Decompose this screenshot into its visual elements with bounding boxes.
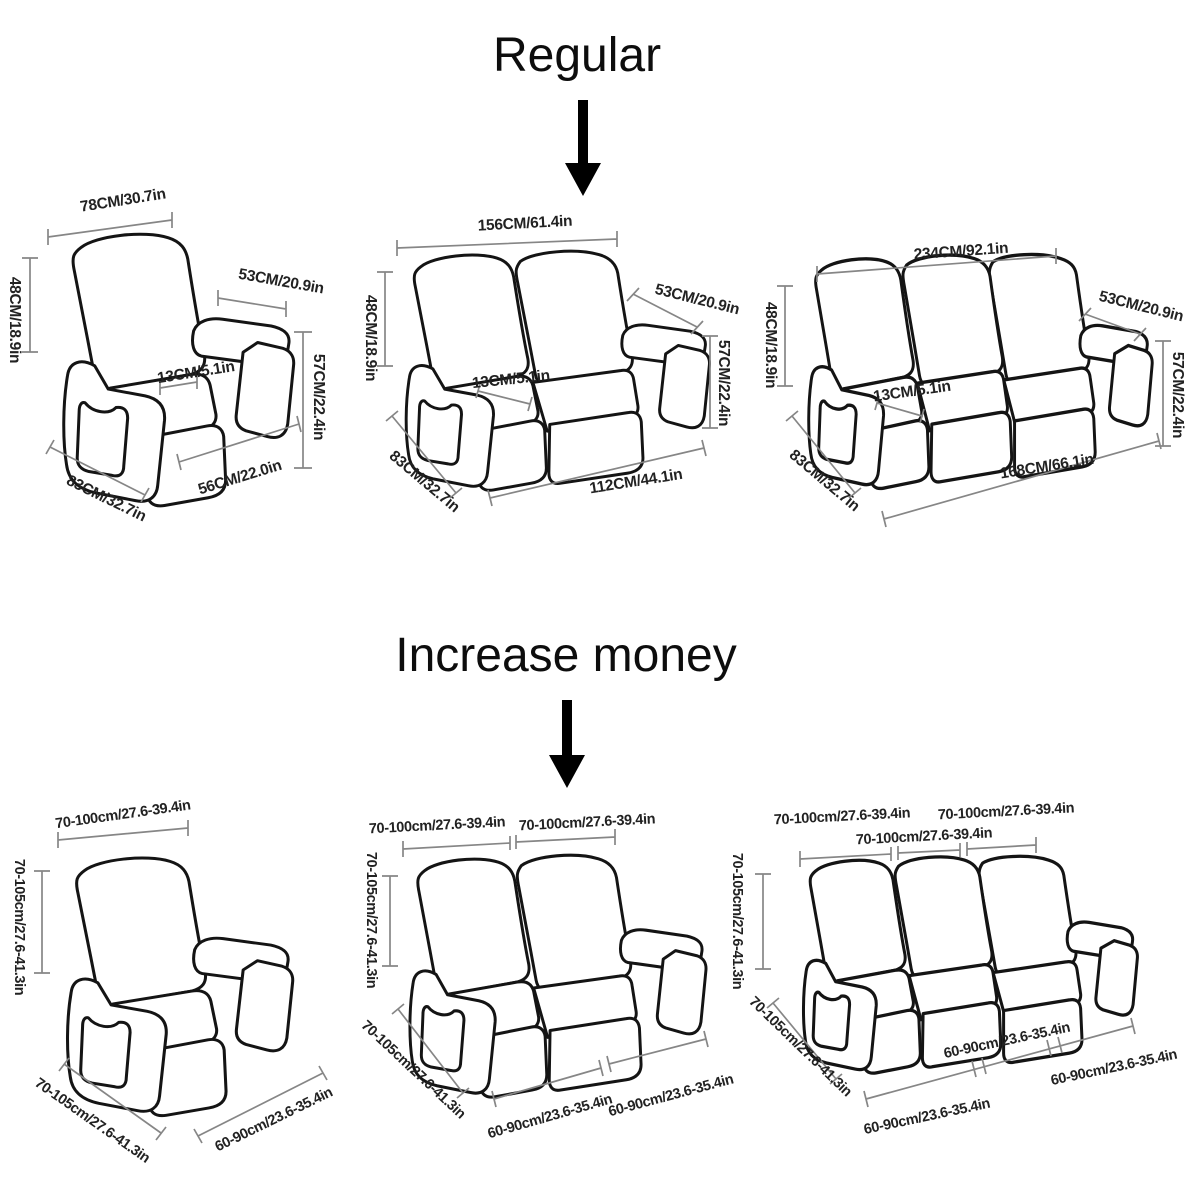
dim-label-back-height: 70-105cm/27.6-41.3in xyxy=(11,859,27,995)
dimension-lines xyxy=(777,248,1171,528)
figure-regular-3-seater: 234CM/92.1in 48CM/18.9in 53CM/20.9in 13C… xyxy=(762,240,1186,528)
dim-label-arm-length: 53CM/20.9in xyxy=(237,266,325,298)
dim-label-back-height: 48CM/18.9in xyxy=(6,277,23,363)
dim-label-front-height: 57CM/22.4in xyxy=(310,354,327,440)
dim-label-top-width-3: 70-100cm/27.6-39.4in xyxy=(856,825,993,848)
dim-label-bottom-width-1: 60-90cm/23.6-35.4in xyxy=(486,1091,614,1142)
dim-label-back-height: 48CM/18.9in xyxy=(362,295,379,381)
section-title-increase-money: Increase money xyxy=(395,629,737,682)
dim-label-top-width-2: 70-100cm/27.6-39.4in xyxy=(938,800,1075,823)
figure-increase-3-seater: 70-100cm/27.6-39.4in 70-100cm/27.6-39.4i… xyxy=(729,800,1178,1138)
figure-regular-2-seater: 156CM/61.4in 48CM/18.9in 53CM/20.9in 13C… xyxy=(362,213,741,516)
dim-label-top-width: 70-100cm/27.6-39.4in xyxy=(54,797,191,832)
section-title-regular: Regular xyxy=(492,29,662,82)
dim-label-back-height: 48CM/18.9in xyxy=(762,302,779,388)
figure-increase-2-seater: 70-100cm/27.6-39.4in 70-100cm/27.6-39.4i… xyxy=(358,811,735,1142)
dim-label-bottom-width-3: 60-90cm/23.6-35.4in xyxy=(862,1096,991,1138)
figure-increase-1-seater: 70-100cm/27.6-39.4in 70-105cm/27.6-41.3i… xyxy=(11,797,335,1166)
dim-label-front-height: 57CM/22.4in xyxy=(715,340,732,426)
dim-label-top-width: 234CM/92.1in xyxy=(913,240,1009,264)
dim-label-top-width: 156CM/61.4in xyxy=(477,213,572,235)
dim-label-top-width: 78CM/30.7in xyxy=(79,185,167,215)
dim-label-top-width-2: 70-100cm/27.6-39.4in xyxy=(519,811,656,834)
dim-label-back-height: 70-105cm/27.6-41.3in xyxy=(363,852,379,988)
down-arrow-icon xyxy=(549,700,585,788)
dim-label-top-width-1: 70-100cm/27.6-39.4in xyxy=(369,814,506,837)
dim-label-arm-length: 53CM/20.9in xyxy=(653,281,741,318)
sofa-drawing-1-seater xyxy=(65,856,295,1118)
dim-label-top-width-1: 70-100cm/27.6-39.4in xyxy=(774,805,911,828)
dimension-lines xyxy=(755,837,1136,1108)
sofa-drawing-2-seater xyxy=(408,853,708,1099)
dim-label-arm-length: 53CM/20.9in xyxy=(1097,288,1185,325)
dimension-lines xyxy=(34,820,328,1144)
dimension-lines xyxy=(377,231,718,507)
dimension-lines xyxy=(22,212,312,503)
down-arrow-icon xyxy=(565,100,601,196)
figure-regular-1-seater: 78CM/30.7in 48CM/18.9in 53CM/20.9in 13CM… xyxy=(6,185,327,525)
dim-label-front-height: 57CM/22.4in xyxy=(1169,352,1186,438)
dimension-lines xyxy=(382,829,709,1108)
dim-label-back-height: 70-105cm/27.6-41.3in xyxy=(729,853,745,989)
